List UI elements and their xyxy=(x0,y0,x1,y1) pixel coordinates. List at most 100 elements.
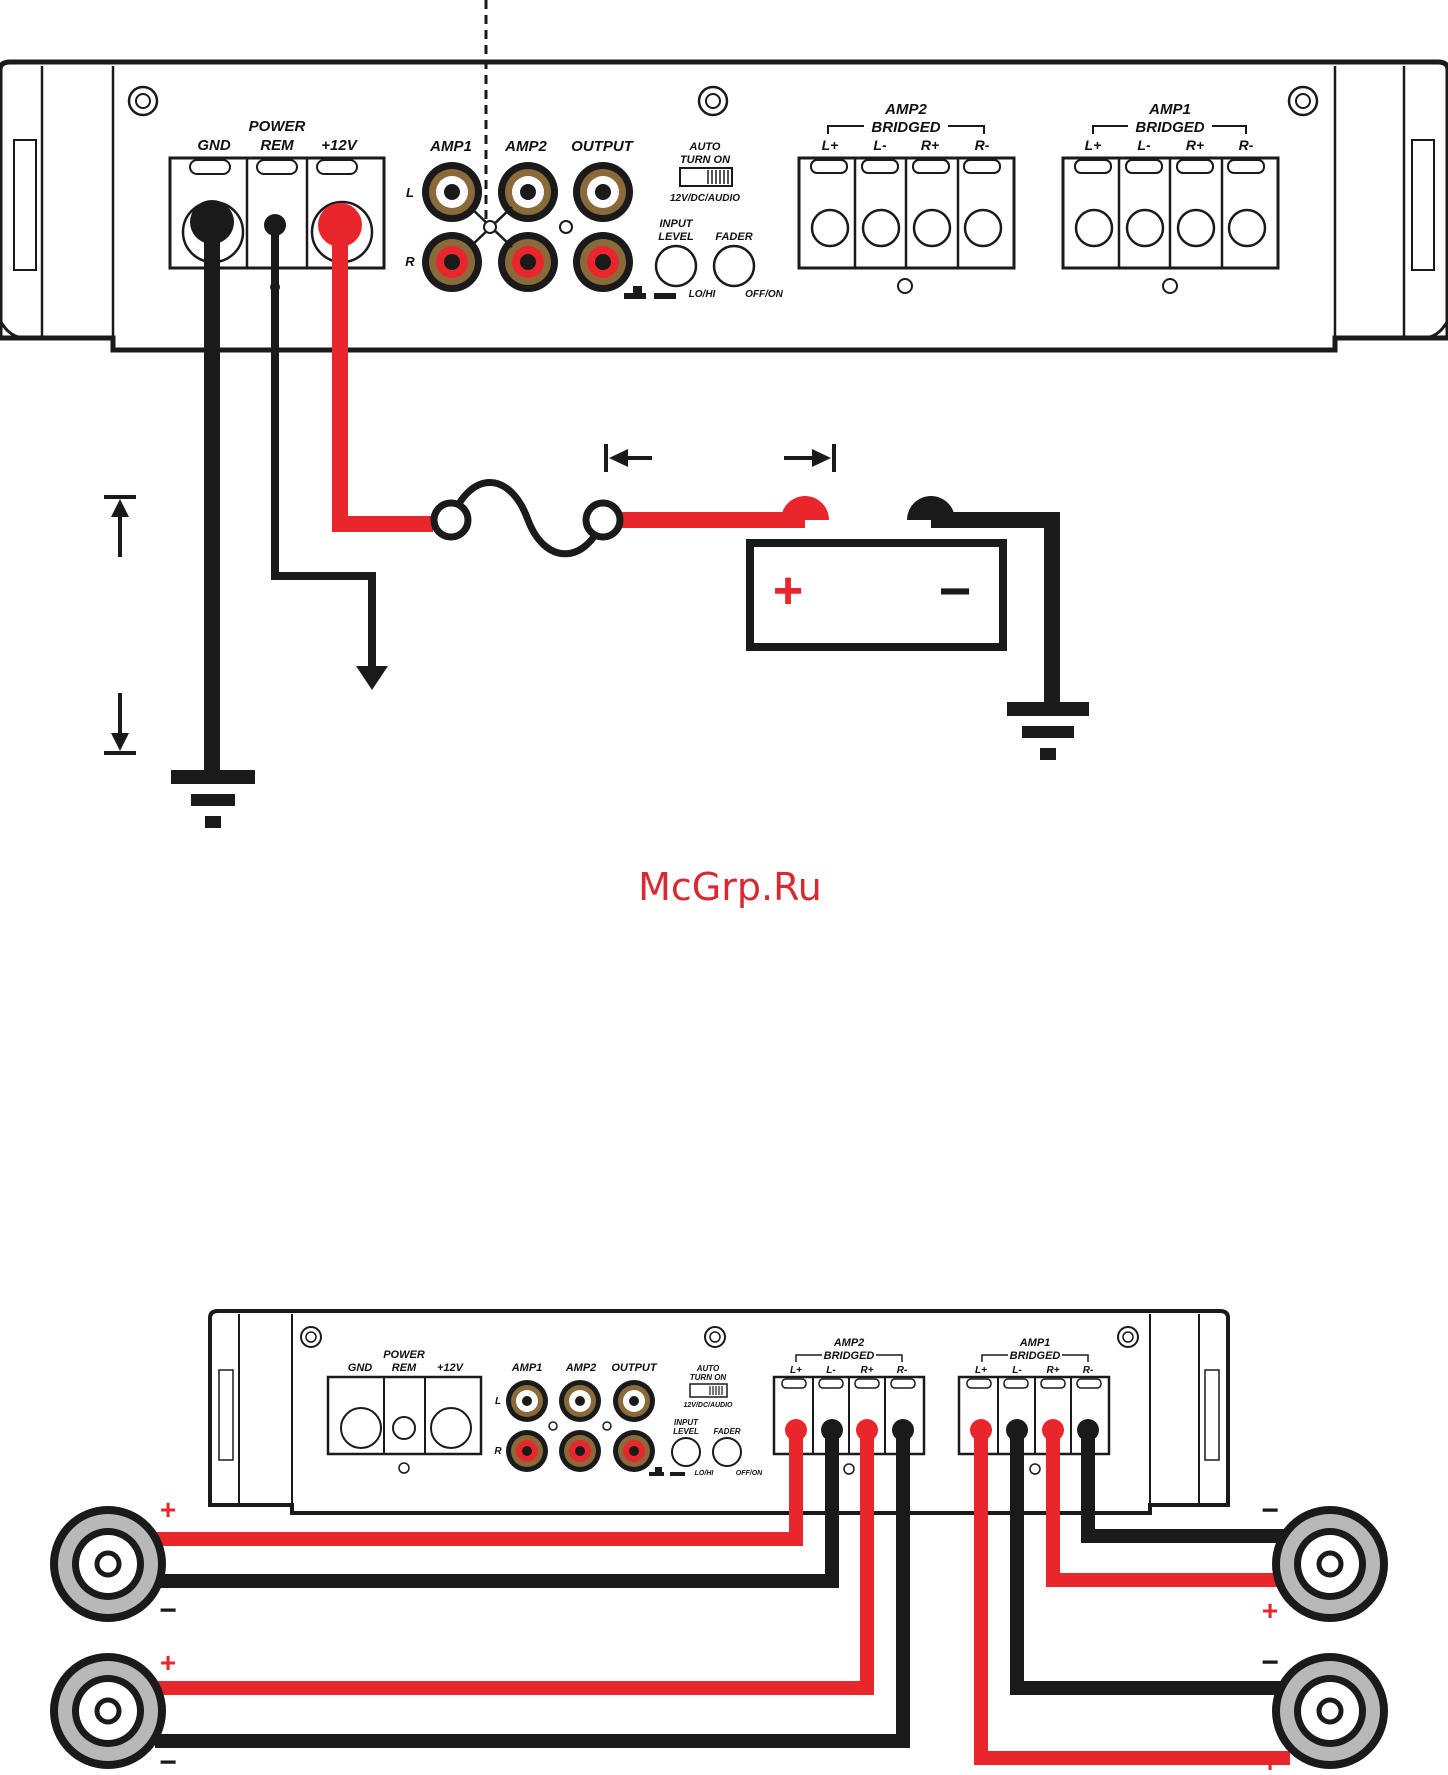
bottom-amp2-bridged: BRIDGED xyxy=(824,1350,875,1362)
bottom-rca-jack[interactable] xyxy=(559,1430,601,1472)
amp2-bridged: BRIDGED xyxy=(871,119,940,136)
speaker-minus-mark: − xyxy=(1261,1646,1279,1679)
rca-jack-amp1-l[interactable] xyxy=(422,162,482,222)
bottom-auto-label-1: AUTO xyxy=(696,1364,720,1373)
speaker-minus-mark: − xyxy=(1261,1494,1279,1527)
bottom-amp1-lplus: L+ xyxy=(975,1365,987,1376)
screw-icon xyxy=(1287,85,1319,117)
distance-arrow-icon xyxy=(604,444,836,472)
input-level-mode: LO/HI xyxy=(689,289,716,300)
speaker-plus-mark: + xyxy=(160,1494,176,1525)
bottom-power-header: POWER xyxy=(383,1349,425,1361)
fader-label: FADER xyxy=(715,231,752,243)
power-header-label: POWER xyxy=(249,118,306,135)
bottom-amp1-lminus: L- xyxy=(1012,1365,1022,1376)
bottom-auto-turn-on-switch[interactable] xyxy=(689,1383,728,1398)
input-level-knob[interactable] xyxy=(654,244,698,288)
wire-amp1-rplus xyxy=(1046,1430,1290,1587)
bottom-power-terminal-block: POWER GND REM +12V xyxy=(326,1349,483,1474)
bottom-rca-jack[interactable] xyxy=(559,1380,601,1422)
top-amplifier: POWER GND REM +12V AMP1 AMP2 OUTPUT L R xyxy=(0,0,1448,353)
bottom-rca-amp2-label: AMP2 xyxy=(565,1362,597,1374)
fuse-icon xyxy=(430,479,624,558)
bottom-amp1-rminus: R- xyxy=(1083,1365,1094,1376)
battery-plus-label: + xyxy=(773,562,803,620)
screw-icon xyxy=(1117,1326,1139,1348)
input-level-label-1: INPUT xyxy=(660,218,694,230)
screw-icon xyxy=(300,1326,322,1348)
speaker-icon xyxy=(1272,1506,1388,1622)
bottom-amp2-rminus: R- xyxy=(897,1365,908,1376)
rca-jack-amp2-l[interactable] xyxy=(498,162,558,222)
ground-icon xyxy=(171,770,255,828)
auto-turn-on-label-1: AUTO xyxy=(689,141,721,153)
wire-amp2-lplus xyxy=(155,1430,803,1546)
speaker-minus-mark: − xyxy=(159,1594,177,1627)
amp2-rminus-label: R- xyxy=(975,137,990,153)
bottom-amp1-bridged: BRIDGED xyxy=(1010,1350,1061,1362)
bottom-amp2-lplus: L+ xyxy=(790,1365,802,1376)
fader-mode: OFF/ON xyxy=(745,289,784,300)
wire-amp1-lminus xyxy=(1010,1430,1290,1695)
bottom-amplifier: POWER GND REM +12V AMP1 AMP2 OUTPUT L R xyxy=(208,1309,1230,1515)
bottom-input-level-knob[interactable] xyxy=(671,1437,701,1467)
rca-amp1-label: AMP1 xyxy=(429,138,472,155)
bottom-input-level-2: LEVEL xyxy=(673,1427,699,1436)
rem-wire xyxy=(271,222,376,668)
rca-jack-output-l[interactable] xyxy=(573,162,633,222)
bottom-rca-jack[interactable] xyxy=(613,1430,655,1472)
bottom-rca-output-label: OUTPUT xyxy=(611,1362,658,1374)
amp1-speaker-block: AMP1 BRIDGED L+ L- R+ R- xyxy=(1061,101,1280,294)
rca-row-l-label: L xyxy=(406,185,414,200)
bottom-amp1-rplus: R+ xyxy=(1046,1365,1059,1376)
amp2-rplus-label: R+ xyxy=(921,137,939,153)
bottom-gnd-label: GND xyxy=(348,1362,373,1374)
bottom-rca-jack[interactable] xyxy=(506,1430,548,1472)
controls-section: AUTO TURN ON 12V/DC/AUDIO INPUT LEVEL FA… xyxy=(624,141,784,300)
bottom-fader-knob[interactable] xyxy=(712,1437,742,1467)
gnd-label: GND xyxy=(197,137,231,154)
plus12v-label: +12V xyxy=(321,137,358,154)
polarity-marks: + − + − − + − + xyxy=(159,1494,1279,1775)
bottom-plus12v-label: +12V xyxy=(437,1362,465,1374)
battery-minus-label: − xyxy=(939,559,972,622)
speaker-icon xyxy=(50,1506,166,1622)
speaker-icon xyxy=(50,1653,166,1769)
arrow-down-icon xyxy=(356,666,388,690)
speaker-wiring xyxy=(155,1430,1290,1765)
wire-amp1-lplus xyxy=(974,1430,1290,1765)
bottom-fader-mode: OFF/ON xyxy=(736,1470,763,1477)
amp2-title: AMP2 xyxy=(884,101,927,118)
bottom-rca-jack[interactable] xyxy=(613,1380,655,1422)
terminal-wire-ends xyxy=(785,1419,1099,1441)
bottom-amp2-rplus: R+ xyxy=(860,1365,873,1376)
plus12v-wire xyxy=(332,225,433,532)
amp1-rminus-label: R- xyxy=(1239,137,1254,153)
rca-jack-amp2-r[interactable] xyxy=(498,232,558,292)
bottom-rca-section: AMP1 AMP2 OUTPUT L R xyxy=(494,1362,658,1472)
bottom-controls: AUTO TURN ON 12V/DC/AUDIO INPUT LEVEL FA… xyxy=(649,1364,763,1477)
rca-jack-amp1-r[interactable] xyxy=(422,232,482,292)
power-wiring: + − xyxy=(104,200,1089,828)
bottom-input-level-1: INPUT xyxy=(674,1418,699,1427)
rca-amp2-label: AMP2 xyxy=(504,138,547,155)
screw-icon xyxy=(704,1326,726,1348)
amp2-lplus-label: L+ xyxy=(822,137,839,153)
amp1-bridged: BRIDGED xyxy=(1135,119,1204,136)
auto-turn-on-label-2: TURN ON xyxy=(680,154,731,166)
watermark: McGrp.Ru xyxy=(638,865,822,909)
battery-ground-wire xyxy=(931,512,1060,710)
auto-turn-on-switch[interactable] xyxy=(679,167,733,187)
bottom-rca-amp1-label: AMP1 xyxy=(511,1362,543,1374)
wire-amp1-rminus xyxy=(1081,1430,1290,1543)
bottom-fader-label: FADER xyxy=(713,1427,740,1436)
battery-icon: + − xyxy=(746,539,1007,651)
amp1-title: AMP1 xyxy=(1148,101,1191,118)
rca-output-label: OUTPUT xyxy=(571,138,635,155)
rca-jack-output-r[interactable] xyxy=(573,232,633,292)
auto-turn-on-modes: 12V/DC/AUDIO xyxy=(670,193,740,204)
input-level-label-2: LEVEL xyxy=(658,231,694,243)
fader-knob[interactable] xyxy=(712,244,756,288)
bottom-rem-label: REM xyxy=(392,1362,417,1374)
bottom-rca-jack[interactable] xyxy=(506,1380,548,1422)
